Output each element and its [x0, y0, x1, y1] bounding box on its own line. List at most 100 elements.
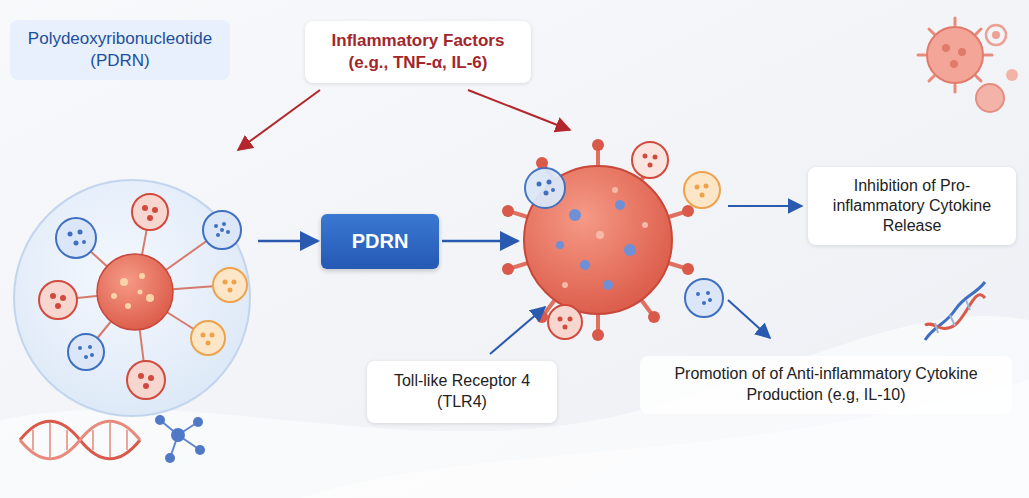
- pdrn-sphere: [68, 230, 87, 246]
- molecule-icon: [193, 417, 203, 427]
- molecule-icon: [155, 415, 205, 463]
- immune-cell: [547, 180, 552, 185]
- dna-icon: [935, 300, 970, 333]
- immune-cell: [502, 139, 723, 341]
- immune-cell: [562, 187, 648, 288]
- pdrn-sphere: [78, 345, 94, 359]
- immune-cell: [544, 191, 549, 196]
- pdrn-sphere: [142, 205, 148, 211]
- virus-icons: [1006, 69, 1018, 81]
- virus-icons: [950, 60, 958, 68]
- immune-cell: [643, 154, 648, 159]
- receptor-box: Toll-like Receptor 4 (TLR4): [367, 361, 557, 423]
- dna-icon: [20, 421, 140, 459]
- virus-icons: [976, 84, 1004, 112]
- molecule-icon: [165, 453, 175, 463]
- pdrn-sphere: [203, 211, 241, 249]
- pdrn-sphere: [201, 333, 215, 346]
- pdrn-sphere: [228, 288, 233, 293]
- virus-icons: [976, 29, 981, 34]
- arrows: [490, 307, 545, 354]
- pdrn-sphere: [82, 240, 86, 244]
- immune-cell: [648, 163, 653, 168]
- dna-icon: [126, 430, 128, 450]
- pdrn-sphere: [39, 281, 77, 319]
- immune-cell: [612, 187, 618, 193]
- pdrn-sphere: [138, 373, 154, 389]
- immune-cell: [682, 263, 694, 275]
- arrows: [728, 300, 770, 338]
- immune-cell: [615, 200, 625, 210]
- molecule-icon: [155, 415, 205, 463]
- pdrn-sphere: [147, 215, 153, 221]
- immune-cell: [624, 244, 636, 256]
- immune-cell: [556, 200, 636, 290]
- dna-icon: [950, 315, 955, 326]
- outcome-box: Promotion of of Anti-inflammatory Cytoki…: [640, 356, 1012, 414]
- pdrn-sphere: [226, 230, 230, 234]
- pdrn-sphere: [84, 355, 88, 359]
- pdrn-sphere: [55, 303, 61, 309]
- molecule-icon: [160, 420, 200, 458]
- immune-cell: [592, 329, 604, 341]
- pdrn-sphere: [138, 373, 144, 379]
- immune-cell: [702, 301, 706, 305]
- immune-cell: [648, 311, 660, 323]
- pdrn-sphere: [97, 254, 173, 330]
- arrows: [442, 240, 518, 243]
- immune-cell: [643, 154, 658, 168]
- immune-cell: [502, 139, 694, 341]
- virus-icons: [942, 44, 966, 68]
- pdrn-sphere: [68, 232, 73, 237]
- pdrn-sphere: [50, 293, 56, 299]
- pdrn-sphere: [142, 205, 158, 221]
- dna-icon: [32, 430, 34, 450]
- immune-cell: [569, 209, 581, 221]
- node-label: Promotion of of Anti-inflammatory Cytoki…: [650, 364, 1002, 406]
- immune-cell: [696, 291, 712, 305]
- pdrn-sphere: [14, 180, 250, 416]
- node-label: Polydeoxyribonucleotide (PDRN): [18, 28, 222, 72]
- title-box: Polydeoxyribonucleotide (PDRN): [10, 20, 230, 80]
- pdrn-sphere: [132, 194, 168, 230]
- immune-cell: [502, 263, 514, 275]
- pdrn-sphere: [138, 290, 143, 295]
- virus-icons: [927, 27, 983, 83]
- arrows: [728, 205, 802, 207]
- immune-cell: [704, 184, 709, 189]
- pdrn-sphere: [220, 228, 224, 232]
- immune-cell: [524, 166, 672, 314]
- pdrn-sphere: [125, 303, 131, 309]
- pdrn-sphere: [111, 293, 117, 299]
- immune-cell: [700, 193, 705, 198]
- immune-cell: [695, 184, 709, 198]
- immune-cell: [708, 298, 712, 302]
- molecule-icon: [171, 428, 185, 442]
- arrows: [468, 90, 570, 130]
- pdrn-sphere: [214, 222, 230, 237]
- pdrn-sphere: [90, 353, 94, 357]
- pdrn-sphere: [68, 334, 104, 370]
- immune-cell: [642, 222, 648, 228]
- immune-cell: [685, 279, 723, 317]
- immune-cell: [568, 317, 573, 322]
- virus-icons: [954, 18, 957, 25]
- immune-cell: [558, 317, 563, 322]
- pdrn-sphere: [222, 222, 226, 226]
- virus-icons: [918, 18, 992, 92]
- immune-cell: [502, 205, 514, 217]
- immune-cell: [706, 291, 710, 295]
- immune-cell: [525, 168, 565, 208]
- dna-icon: [92, 430, 94, 450]
- arrows: [238, 90, 320, 150]
- pdrn-sphere: [127, 361, 165, 399]
- pdrn-sphere: [14, 180, 250, 416]
- immune-cell: [562, 282, 568, 288]
- dna-icon: [935, 323, 938, 333]
- immune-cell: [558, 317, 573, 330]
- immune-cell: [580, 260, 590, 270]
- virus-icons: [992, 31, 1000, 39]
- pdrn-sphere: [143, 383, 149, 389]
- immune-cell: [548, 305, 582, 339]
